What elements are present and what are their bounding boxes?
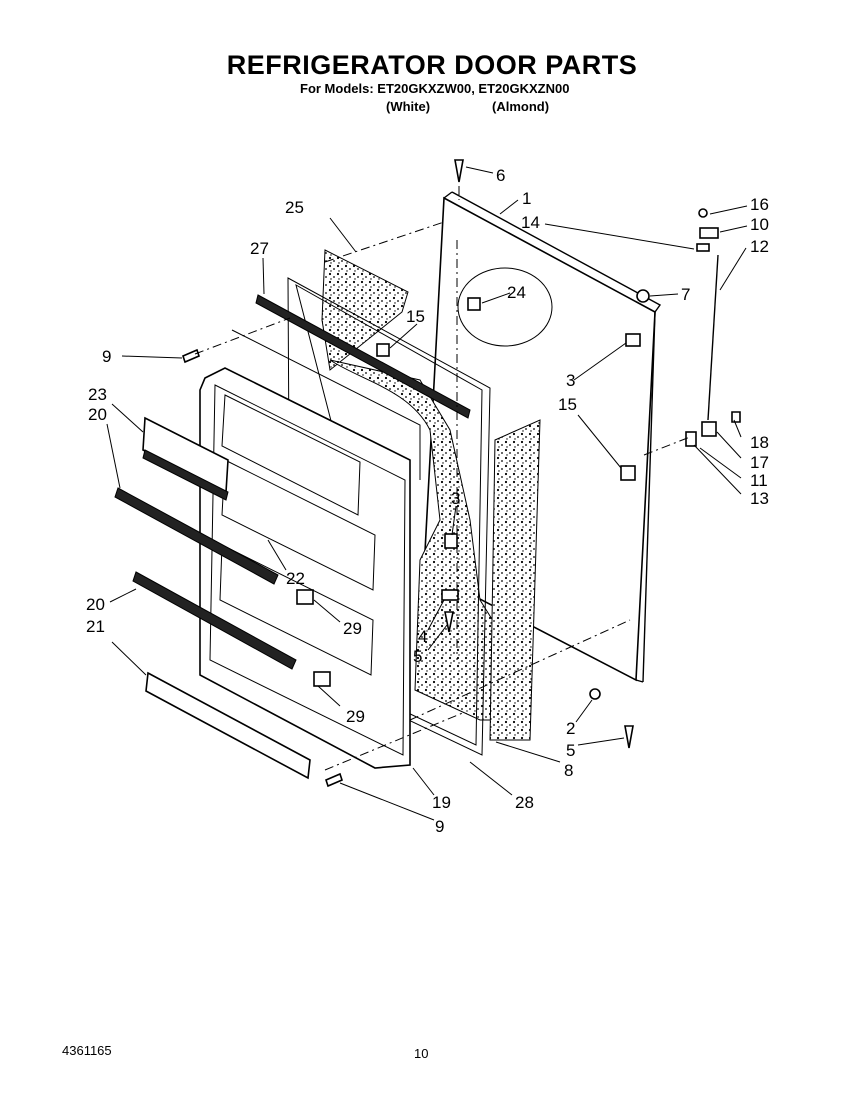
callout-8: 8 <box>564 761 573 780</box>
leader-lines <box>106 166 748 821</box>
callout-28: 28 <box>515 793 534 812</box>
document-number: 4361165 <box>62 1043 112 1058</box>
callout-29b: 29 <box>346 707 365 726</box>
callout-15b: 15 <box>558 395 577 414</box>
callout-11: 11 <box>750 471 768 490</box>
callout-3b: 3 <box>451 489 460 508</box>
callout-5b: 5 <box>566 741 575 760</box>
callout-20b: 20 <box>86 595 105 614</box>
callout-4: 4 <box>418 627 427 646</box>
callout-15a: 15 <box>406 307 425 326</box>
callout-19: 19 <box>432 793 451 812</box>
callout-13: 13 <box>750 489 769 508</box>
callout-14: 14 <box>521 213 540 232</box>
callout-20a: 20 <box>88 405 107 424</box>
alignment-lines <box>194 186 691 771</box>
callout-labels: 6 1 14 16 10 12 7 24 25 27 15 9 3 15 18 … <box>86 166 769 836</box>
variant-white: (White) <box>386 99 431 114</box>
hardware <box>182 159 741 788</box>
callout-18: 18 <box>750 433 769 452</box>
callout-24: 24 <box>507 283 526 302</box>
callout-16: 16 <box>750 195 769 214</box>
callout-6: 6 <box>496 166 505 185</box>
page-number: 10 <box>414 1046 429 1061</box>
callout-10: 10 <box>750 215 769 234</box>
callout-1: 1 <box>522 189 531 208</box>
callout-17: 17 <box>750 453 769 472</box>
callout-12: 12 <box>750 237 769 256</box>
callout-21: 21 <box>86 617 105 636</box>
callout-22: 22 <box>286 569 305 588</box>
model-numbers: For Models: ET20GKXZW00, ET20GKXZN00 <box>300 81 570 96</box>
page-title: REFRIGERATOR DOOR PARTS <box>226 50 638 80</box>
callout-23: 23 <box>88 385 107 404</box>
callout-7: 7 <box>681 285 690 304</box>
callout-29a: 29 <box>343 619 362 638</box>
callout-9b: 9 <box>435 817 444 836</box>
callout-9a: 9 <box>102 347 111 366</box>
callout-2: 2 <box>566 719 575 738</box>
inner-door-liner <box>199 329 421 769</box>
callout-25: 25 <box>285 198 304 217</box>
foam-insulation <box>321 249 541 741</box>
door-shelves <box>114 294 471 780</box>
variant-almond: (Almond) <box>492 99 550 114</box>
callout-27: 27 <box>250 239 269 258</box>
callout-3a: 3 <box>566 371 575 390</box>
callout-5a: 5 <box>413 647 422 666</box>
